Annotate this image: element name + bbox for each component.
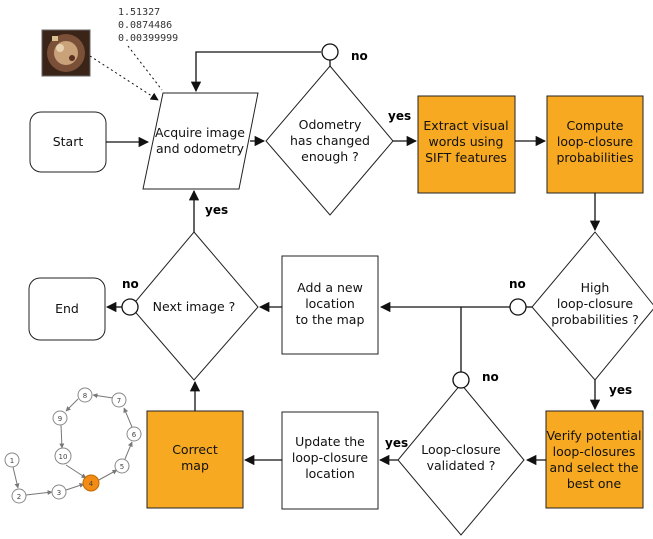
graph-node-5: [114, 458, 130, 474]
correct-map-process: [146, 410, 244, 509]
graph-node-4-current: [82, 474, 100, 492]
next-no-label: no: [122, 277, 139, 291]
high-no-label: no: [509, 277, 526, 291]
next-image-decision: [130, 231, 259, 381]
odometry-no-label: no: [351, 49, 368, 63]
high-label-1: High: [581, 280, 610, 295]
odometry-label-2: has changed: [290, 133, 370, 148]
end-terminal: [28, 277, 106, 341]
graph-node-1: [4, 452, 20, 468]
compute-label-1: Compute: [566, 118, 623, 133]
verify-label-3: and select the: [549, 460, 638, 475]
topological-map-graph: 1 2 3 4 5 6 7 8 9 10: [4, 387, 142, 504]
odometry-value-3: 0.00399999: [118, 33, 178, 44]
add-label-3: to the map: [296, 312, 365, 327]
add-location-process: [281, 255, 379, 355]
svg-text:2: 2: [17, 493, 21, 501]
graph-node-2: [11, 488, 27, 504]
acquire-label-2: and odometry: [156, 141, 245, 156]
extract-label-3: SIFT features: [425, 150, 507, 165]
svg-text:5: 5: [120, 463, 124, 471]
svg-text:7: 7: [117, 397, 121, 405]
odometry-yes-label: yes: [388, 109, 411, 123]
end-label: End: [55, 301, 79, 316]
svg-text:6: 6: [132, 431, 137, 439]
high-no-connector: [509, 298, 527, 316]
next-no-connector: [121, 298, 139, 316]
high-yes-label: yes: [609, 383, 632, 397]
validated-yes-label: yes: [385, 436, 408, 450]
validated-label-2: validated ?: [427, 458, 496, 473]
compute-label-2: loop-closure: [557, 134, 634, 149]
correct-label-2: map: [181, 458, 209, 473]
acquire-label-1: Acquire image: [155, 125, 245, 140]
start-label: Start: [53, 134, 84, 149]
graph-node-9: [52, 410, 68, 426]
graph-node-6: [126, 426, 142, 442]
verify-label-2: loop-closures: [553, 444, 636, 459]
compute-label-3: probabilities: [557, 150, 634, 165]
odometry-value-2: 0.0874486: [118, 20, 172, 31]
validated-no-label: no: [482, 370, 499, 384]
graph-node-3: [51, 484, 67, 500]
compute-process: [546, 95, 644, 194]
validated-no-connector: [452, 371, 470, 389]
svg-text:10: 10: [59, 453, 68, 461]
update-process: [281, 411, 379, 510]
next-yes-label: yes: [205, 203, 228, 217]
extract-label-2: words using: [429, 134, 504, 149]
update-label-3: location: [305, 466, 355, 481]
add-label-2: location: [305, 296, 355, 311]
camera-image-icon: [41, 29, 91, 77]
extract-process: [417, 95, 516, 194]
svg-text:1: 1: [10, 457, 14, 465]
graph-node-7: [111, 392, 127, 408]
extract-label-1: Extract visual: [423, 118, 508, 133]
graph-node-8: [77, 387, 93, 403]
svg-text:4: 4: [89, 480, 94, 488]
odometry-no-connector: [321, 43, 339, 61]
svg-text:8: 8: [83, 392, 87, 400]
odometry-no-loop-arrow: [190, 51, 321, 93]
image-pointer: [89, 55, 159, 101]
odometry-decision: [265, 65, 394, 216]
update-label-1: Update the: [295, 434, 365, 449]
next-image-label: Next image ?: [153, 299, 236, 314]
svg-text:3: 3: [57, 489, 61, 497]
add-label-1: Add a new: [297, 280, 363, 295]
correct-label-1: Correct: [172, 442, 218, 457]
high-label-3: probabilities ?: [551, 312, 639, 327]
verify-label-4: best one: [567, 476, 622, 491]
verify-process: [545, 410, 644, 509]
acquire-io-shape: [142, 92, 259, 190]
update-label-2: loop-closure: [292, 450, 369, 465]
odometry-value-1: 1.51327: [118, 7, 160, 18]
high-label-2: loop-closure: [557, 296, 634, 311]
graph-node-10: [54, 447, 72, 465]
odometry-pointer: [127, 45, 163, 91]
validated-decision: [397, 383, 525, 536]
validated-label-1: Loop-closure: [421, 442, 501, 457]
verify-label-1: Verify potential: [546, 428, 641, 443]
odometry-label-1: Odometry: [299, 117, 362, 132]
odometry-label-3: enough ?: [301, 149, 359, 164]
svg-text:9: 9: [58, 415, 62, 423]
